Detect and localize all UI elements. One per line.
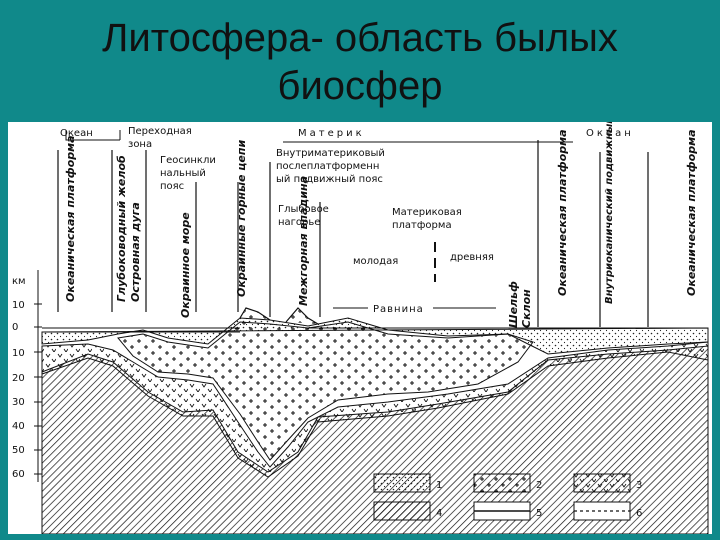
label-geosyncline-1: Геосинкли <box>160 155 216 166</box>
label-geosyncline-3: пояс <box>160 181 184 192</box>
label-young: молодая <box>353 256 398 267</box>
vlabel-shelf: Шельф <box>507 281 520 328</box>
vlabel-inner-sea: Окраинное море <box>179 212 192 318</box>
label-ancient: древняя <box>450 252 494 263</box>
header-transition-zone-2: зона <box>128 139 152 150</box>
legend-label-5: 5 <box>536 508 542 519</box>
depth-tick-1: 0 <box>12 322 18 333</box>
title-line-1: Литосфера- область былых <box>0 14 720 62</box>
depth-unit: км <box>12 276 26 287</box>
depth-tick-2: 10 <box>12 348 25 359</box>
depth-tick-5: 40 <box>12 421 25 432</box>
legend-swatch-1 <box>374 474 430 492</box>
diagram-canvas: Океан Переходная зона Материк Океан Геос… <box>8 122 712 534</box>
vlabel-slope: Склон <box>520 289 533 328</box>
lithosphere-diagram: Океан Переходная зона Материк Океан Геос… <box>8 122 712 534</box>
label-platform-1: Материковая <box>392 207 462 218</box>
header-transition-zone-1: Переходная <box>128 126 192 137</box>
depth-tick-0: 10 <box>12 300 25 311</box>
vlabel-marginal-mountains: Окраинные горные цепи <box>235 140 248 297</box>
vlabel-oceanic-platform-right-2: Океаническая платформа <box>685 129 698 296</box>
legend-label-4: 4 <box>436 508 442 519</box>
vlabel-island-arc: Островная дуга <box>129 202 142 302</box>
depth-tick-6: 50 <box>12 445 25 456</box>
vlabel-intermontane-basin: Межгорная впадина <box>297 176 310 306</box>
legend-label-6: 6 <box>636 508 642 519</box>
depth-tick-4: 30 <box>12 397 25 408</box>
vlabel-intraoceanic-belt: Внутриоканический подвижный пояс <box>604 122 615 304</box>
legend-label-1: 1 <box>436 480 442 491</box>
vlabel-deep-trench: Глубоководный желоб <box>115 155 128 302</box>
header-continent: Материк <box>298 128 365 139</box>
label-plain: Равнина <box>373 304 424 315</box>
label-mobile-belt-3: ый подвижный пояс <box>276 174 383 185</box>
legend-label-2: 2 <box>536 480 542 491</box>
legend-swatch-3 <box>574 474 630 492</box>
label-platform-2: платформа <box>392 220 452 231</box>
label-mobile-belt-1: Внутриматериковый <box>276 148 385 159</box>
vlabel-oceanic-platform-right: Океаническая платформа <box>556 129 569 296</box>
legend-swatch-4 <box>374 502 430 520</box>
legend-label-3: 3 <box>636 480 642 491</box>
legend-swatch-2 <box>474 474 530 492</box>
slide-title: Литосфера- область былых биосфер <box>0 14 720 110</box>
label-geosyncline-2: нальный <box>160 168 206 179</box>
title-line-2: биосфер <box>0 62 720 110</box>
label-mobile-belt-2: послеплатформенн <box>276 161 379 172</box>
depth-tick-3: 20 <box>12 373 25 384</box>
depth-tick-7: 60 <box>12 469 25 480</box>
vlabel-oceanic-platform-left: Океаническая платформа <box>64 135 77 302</box>
